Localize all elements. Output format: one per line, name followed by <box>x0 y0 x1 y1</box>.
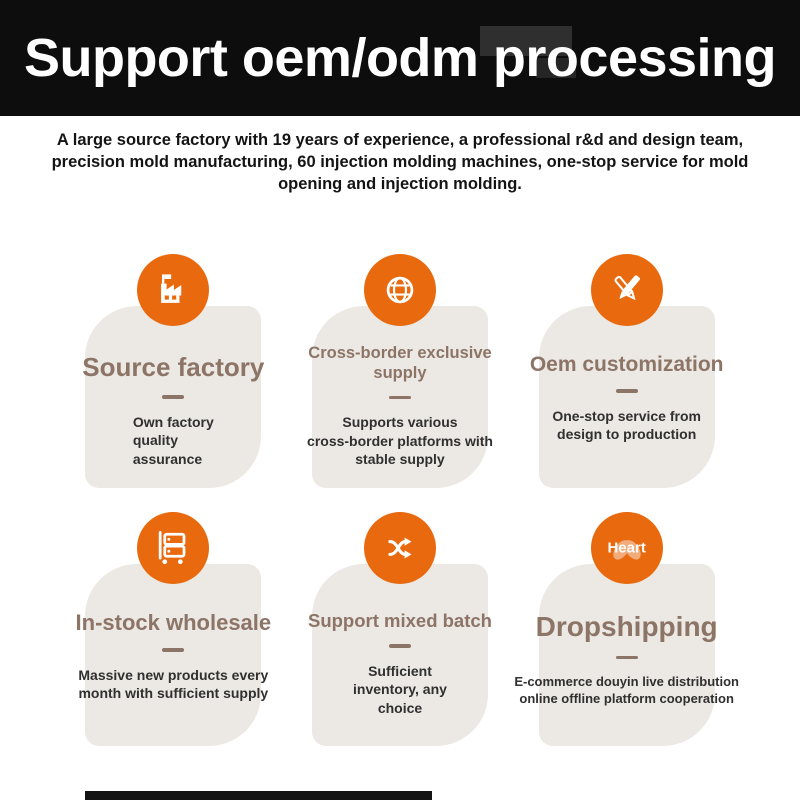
factory-icon <box>137 254 210 326</box>
feature-card-cross-border-supply: Cross-border exclusive supply Supports v… <box>287 240 514 498</box>
feature-title: In-stock wholesale <box>75 610 272 635</box>
title-divider <box>388 644 411 648</box>
shuffle-arrows-icon <box>363 512 436 584</box>
feature-description: Massive new products every month with su… <box>78 666 269 702</box>
title-divider <box>388 395 411 400</box>
title-divider <box>162 395 185 399</box>
watermark-block <box>536 58 576 78</box>
footer-bar <box>85 791 432 800</box>
design-pen-icon-glyph <box>614 275 640 301</box>
features-grid: Source factory Own factory quality assur… <box>60 240 740 756</box>
heart-icon-label: Heart <box>607 539 646 557</box>
feature-title: Source factory <box>82 352 265 382</box>
feature-description: Supports various cross-border platforms … <box>307 414 493 468</box>
feature-description: One-stop service from design to producti… <box>552 407 701 443</box>
design-pen-icon <box>590 254 663 326</box>
globe-icon-glyph <box>386 276 414 304</box>
feature-description: Sufficient inventory, any choice <box>353 662 447 716</box>
feature-title: Support mixed batch <box>307 610 492 631</box>
feature-description: Own factory quality assurance <box>132 413 214 467</box>
title-divider <box>615 655 638 660</box>
globe-icon <box>363 254 436 326</box>
watermark-block <box>480 26 572 56</box>
card-background-shape <box>311 564 488 746</box>
page-title: Support oem/odm processing <box>23 28 777 88</box>
feature-card-dropshipping: Heart Dropshipping E-commerce douyin liv… <box>513 498 740 756</box>
card-background-shape <box>85 564 262 746</box>
feature-card-source-factory: Source factory Own factory quality assur… <box>60 240 287 498</box>
stock-cart-icon <box>137 512 210 584</box>
factory-icon-glyph <box>161 274 184 303</box>
card-background-shape <box>538 306 715 488</box>
feature-card-oem-customization: Oem customization One-stop service from … <box>513 240 740 498</box>
title-divider <box>615 389 638 393</box>
feature-title: Dropshipping <box>535 611 718 642</box>
subtitle: A large source factory with 19 years of … <box>51 131 749 193</box>
feature-title: Cross-border exclusive supply <box>308 344 492 382</box>
header: Support oem/odm processing <box>0 0 800 116</box>
feature-title: Oem customization <box>529 353 724 376</box>
feature-card-mixed-batch: Support mixed batch Sufficient inventory… <box>287 498 514 756</box>
feature-card-in-stock-wholesale: In-stock wholesale Massive new products … <box>60 498 287 756</box>
feature-description: E-commerce douyin live distribution onli… <box>514 674 739 707</box>
card-background-shape <box>538 564 715 746</box>
title-divider <box>162 648 185 652</box>
shuffle-arrows-icon-glyph <box>388 537 412 559</box>
heart-hands-icon: Heart <box>590 512 663 584</box>
heart-hands-icon-glyph <box>612 540 641 560</box>
stock-cart-icon-glyph <box>159 531 186 565</box>
